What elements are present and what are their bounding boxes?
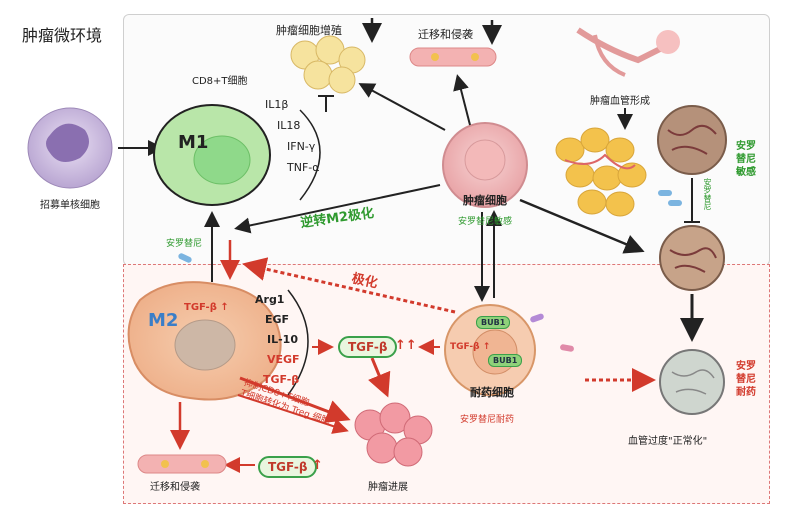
vessel-network-top xyxy=(657,105,727,175)
resistant-cell-label: 耐药细胞 xyxy=(470,386,514,399)
up-arrows-icon: ↑↑ xyxy=(395,338,417,353)
vessel-bottom xyxy=(137,454,227,474)
vessel-network-mid xyxy=(659,225,725,291)
anlotinib-left-label: 安罗替尼 xyxy=(166,239,203,249)
vessel-normalized xyxy=(659,349,725,415)
m1-factor: IL18 xyxy=(277,119,301,132)
m2-factor-list: Arg1 EGF IL-10 VEGF TGF-β xyxy=(255,290,300,390)
m1-nucleus xyxy=(193,135,251,185)
m1-factor-list: IL1β IL18 IFN-γ TNF-α xyxy=(265,94,320,178)
capsule-icons xyxy=(178,190,682,352)
anlotinib-sensitive-right: 安罗替尼敏感 xyxy=(736,141,756,178)
cd8-label: CD8+T细胞 xyxy=(192,76,248,87)
migration-top-label: 迁移和侵袭 xyxy=(418,28,473,41)
m2-factor: IL-10 xyxy=(267,333,298,346)
page-title: 肿瘤微环境 xyxy=(22,26,103,45)
m2-tgfb-label: TGF-β ↑ xyxy=(184,302,229,313)
resistant-tgfb-label: TGF-β ↑ xyxy=(450,342,491,352)
m1-factor: IL1β xyxy=(265,98,289,111)
m1-factor: TNF-α xyxy=(287,161,320,174)
vessel-top xyxy=(409,47,497,67)
tumor-cell-label: 肿瘤细胞 xyxy=(463,194,507,207)
m1-factor: IFN-γ xyxy=(287,140,316,153)
bub1-badge-bottom: BUB1 xyxy=(488,354,523,367)
tumor-progression-cluster xyxy=(354,402,433,467)
migration-bottom-label: 迁移和侵袭 xyxy=(150,482,200,493)
m2-factor: TGF-β xyxy=(263,373,300,386)
tgfb-pill-bottom: TGF-β xyxy=(258,456,318,478)
m2-factor: EGF xyxy=(265,313,290,326)
vessel-normalization-label: 血管过度"正常化" xyxy=(628,436,708,447)
tgfb-pill-center: TGF-β xyxy=(338,336,398,358)
tumor-cell-sensitivity: 安罗替尼敏感 xyxy=(458,217,513,227)
anlotinib-resistant-right: 安罗替尼耐药 xyxy=(736,361,756,398)
m2-label: M2 xyxy=(148,310,179,331)
resistant-cell-note: 安罗替尼耐药 xyxy=(460,415,515,425)
anlotinib-vertical-label: 安罗替尼 xyxy=(703,178,712,210)
up-arrow-icon: ↑ xyxy=(312,458,323,473)
fat-cells-with-vessels xyxy=(555,127,647,217)
proliferation-label: 肿瘤细胞增殖 xyxy=(276,24,342,37)
monocyte-label: 招募单核细胞 xyxy=(40,200,100,211)
m2-factor: VEGF xyxy=(267,353,300,366)
tumor-progress-label: 肿瘤进展 xyxy=(368,482,408,493)
proliferating-cells xyxy=(290,35,366,94)
m1-label: M1 xyxy=(178,132,209,153)
monocyte-nucleus xyxy=(46,123,89,162)
angiogenesis-label: 肿瘤血管形成 xyxy=(590,96,650,107)
bub1-badge-top: BUB1 xyxy=(476,316,511,329)
angiogenesis-graphic xyxy=(576,27,680,77)
m2-factor: Arg1 xyxy=(255,293,285,306)
